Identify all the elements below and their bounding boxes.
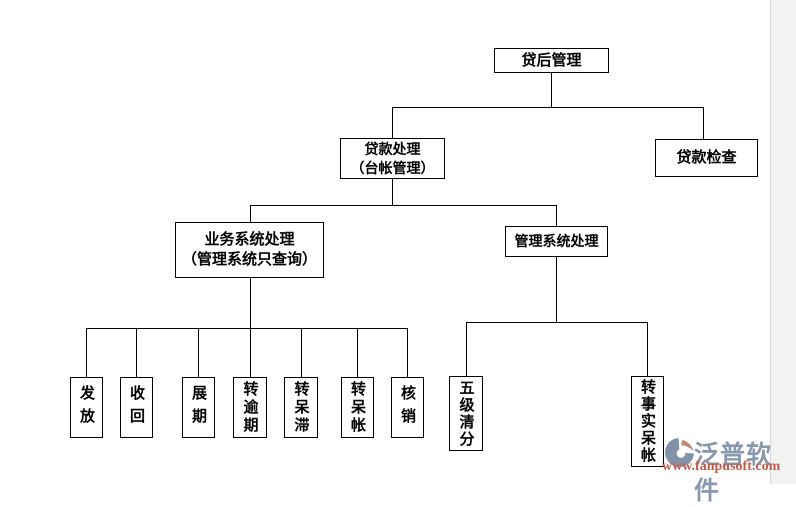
node-to-sluggish: 转呆滞: [284, 377, 318, 438]
node-loan-processing: 贷款处理 （台帐管理）: [340, 138, 445, 179]
node-loan-inspection: 贷款检查: [655, 139, 758, 177]
node-to-bad-debt: 转呆帐: [341, 377, 374, 438]
connector-line: [136, 328, 137, 377]
node-five-level-sort: 五级清分: [449, 376, 483, 451]
connector-line: [301, 328, 302, 377]
node-write-off: 核销: [391, 377, 424, 438]
connector-line: [466, 322, 648, 323]
connector-line: [357, 328, 358, 377]
connector-line: [466, 322, 467, 376]
watermark-url-text: www.fanpusoft.com: [662, 459, 781, 474]
node-management-system-processing: 管理系统处理: [505, 226, 608, 257]
connector-line: [407, 328, 408, 377]
connector-line: [556, 205, 557, 226]
connector-line: [250, 328, 251, 377]
page-edge-strip: [770, 0, 796, 484]
node-to-overdue: 转逾期: [233, 377, 267, 438]
flowchart-canvas: 贷后管理 贷款处理 （台帐管理） 贷款检查 业务系统处理 （管理系统只查询） 管…: [70, 0, 796, 505]
node-recover: 收回: [120, 377, 153, 438]
connector-line: [392, 107, 704, 108]
connector-line: [556, 257, 557, 322]
node-to-factual-bad-debt: 转事实呆帐: [631, 376, 664, 467]
connector-line: [392, 107, 393, 138]
connector-line: [86, 328, 408, 329]
connector-line: [703, 107, 704, 139]
connector-line: [86, 328, 87, 377]
connector-line: [647, 322, 648, 376]
node-extend: 展期: [182, 377, 215, 438]
connector-line: [392, 178, 393, 205]
fanpu-logo-icon: [665, 437, 695, 467]
node-post-loan-management: 贷后管理: [494, 48, 609, 73]
connector-line: [250, 278, 251, 328]
connector-line: [250, 205, 251, 222]
connector-line: [198, 328, 199, 377]
connector-line: [551, 72, 552, 107]
node-business-system-processing: 业务系统处理 （管理系统只查询）: [175, 222, 324, 278]
connector-line: [250, 205, 556, 206]
node-issue: 发放: [70, 377, 103, 438]
